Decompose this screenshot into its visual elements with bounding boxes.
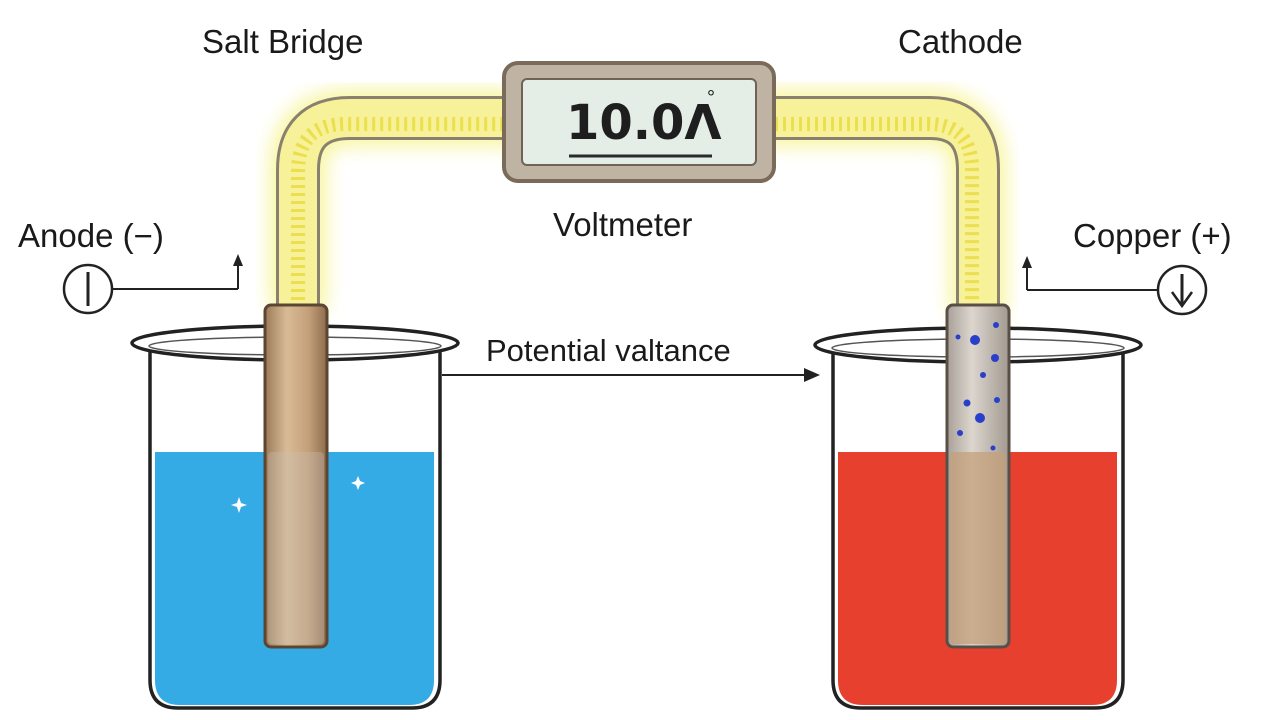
salt-bridge-glow-right (746, 89, 1007, 329)
salt-bridge (269, 89, 1007, 329)
right-beaker-wall (831, 352, 1125, 710)
left-beaker-wall (148, 350, 442, 710)
salt-bridge-glow-left (269, 89, 534, 324)
copper-terminal (1022, 256, 1208, 316)
anode-label: Anode (−) (18, 217, 164, 254)
potential-arrow (442, 368, 820, 382)
anode-terminal (62, 254, 243, 315)
voltmeter-label: Voltmeter (553, 206, 692, 243)
anode-electrode (263, 303, 329, 649)
salt-bridge-label: Salt Bridge (202, 23, 363, 60)
salt-bridge-speckle-left (291, 117, 505, 300)
voltmeter-screen (521, 78, 757, 166)
copper-label: Copper (+) (1073, 217, 1232, 254)
voltmeter: 10.0Λ ° (502, 61, 776, 183)
salt-bridge-speckle-right (775, 117, 979, 300)
potential-label: Potential valtance (486, 333, 731, 368)
anode-rod-submerged-tint (268, 452, 324, 644)
left-sparkle-1 (231, 497, 247, 513)
salt-bridge-tube-fill-right (775, 99, 997, 305)
anode-rod (263, 303, 329, 649)
voltmeter-degree-mark: ° (707, 87, 715, 109)
left-sparkle-2 (351, 476, 365, 490)
copper-deposit-dots (955, 322, 1000, 451)
cathode-electrode (945, 303, 1011, 649)
cathode-rod-lower (950, 452, 1006, 644)
cathode-label: Cathode (898, 23, 1023, 60)
voltmeter-reading: 10.0Λ (566, 95, 722, 151)
